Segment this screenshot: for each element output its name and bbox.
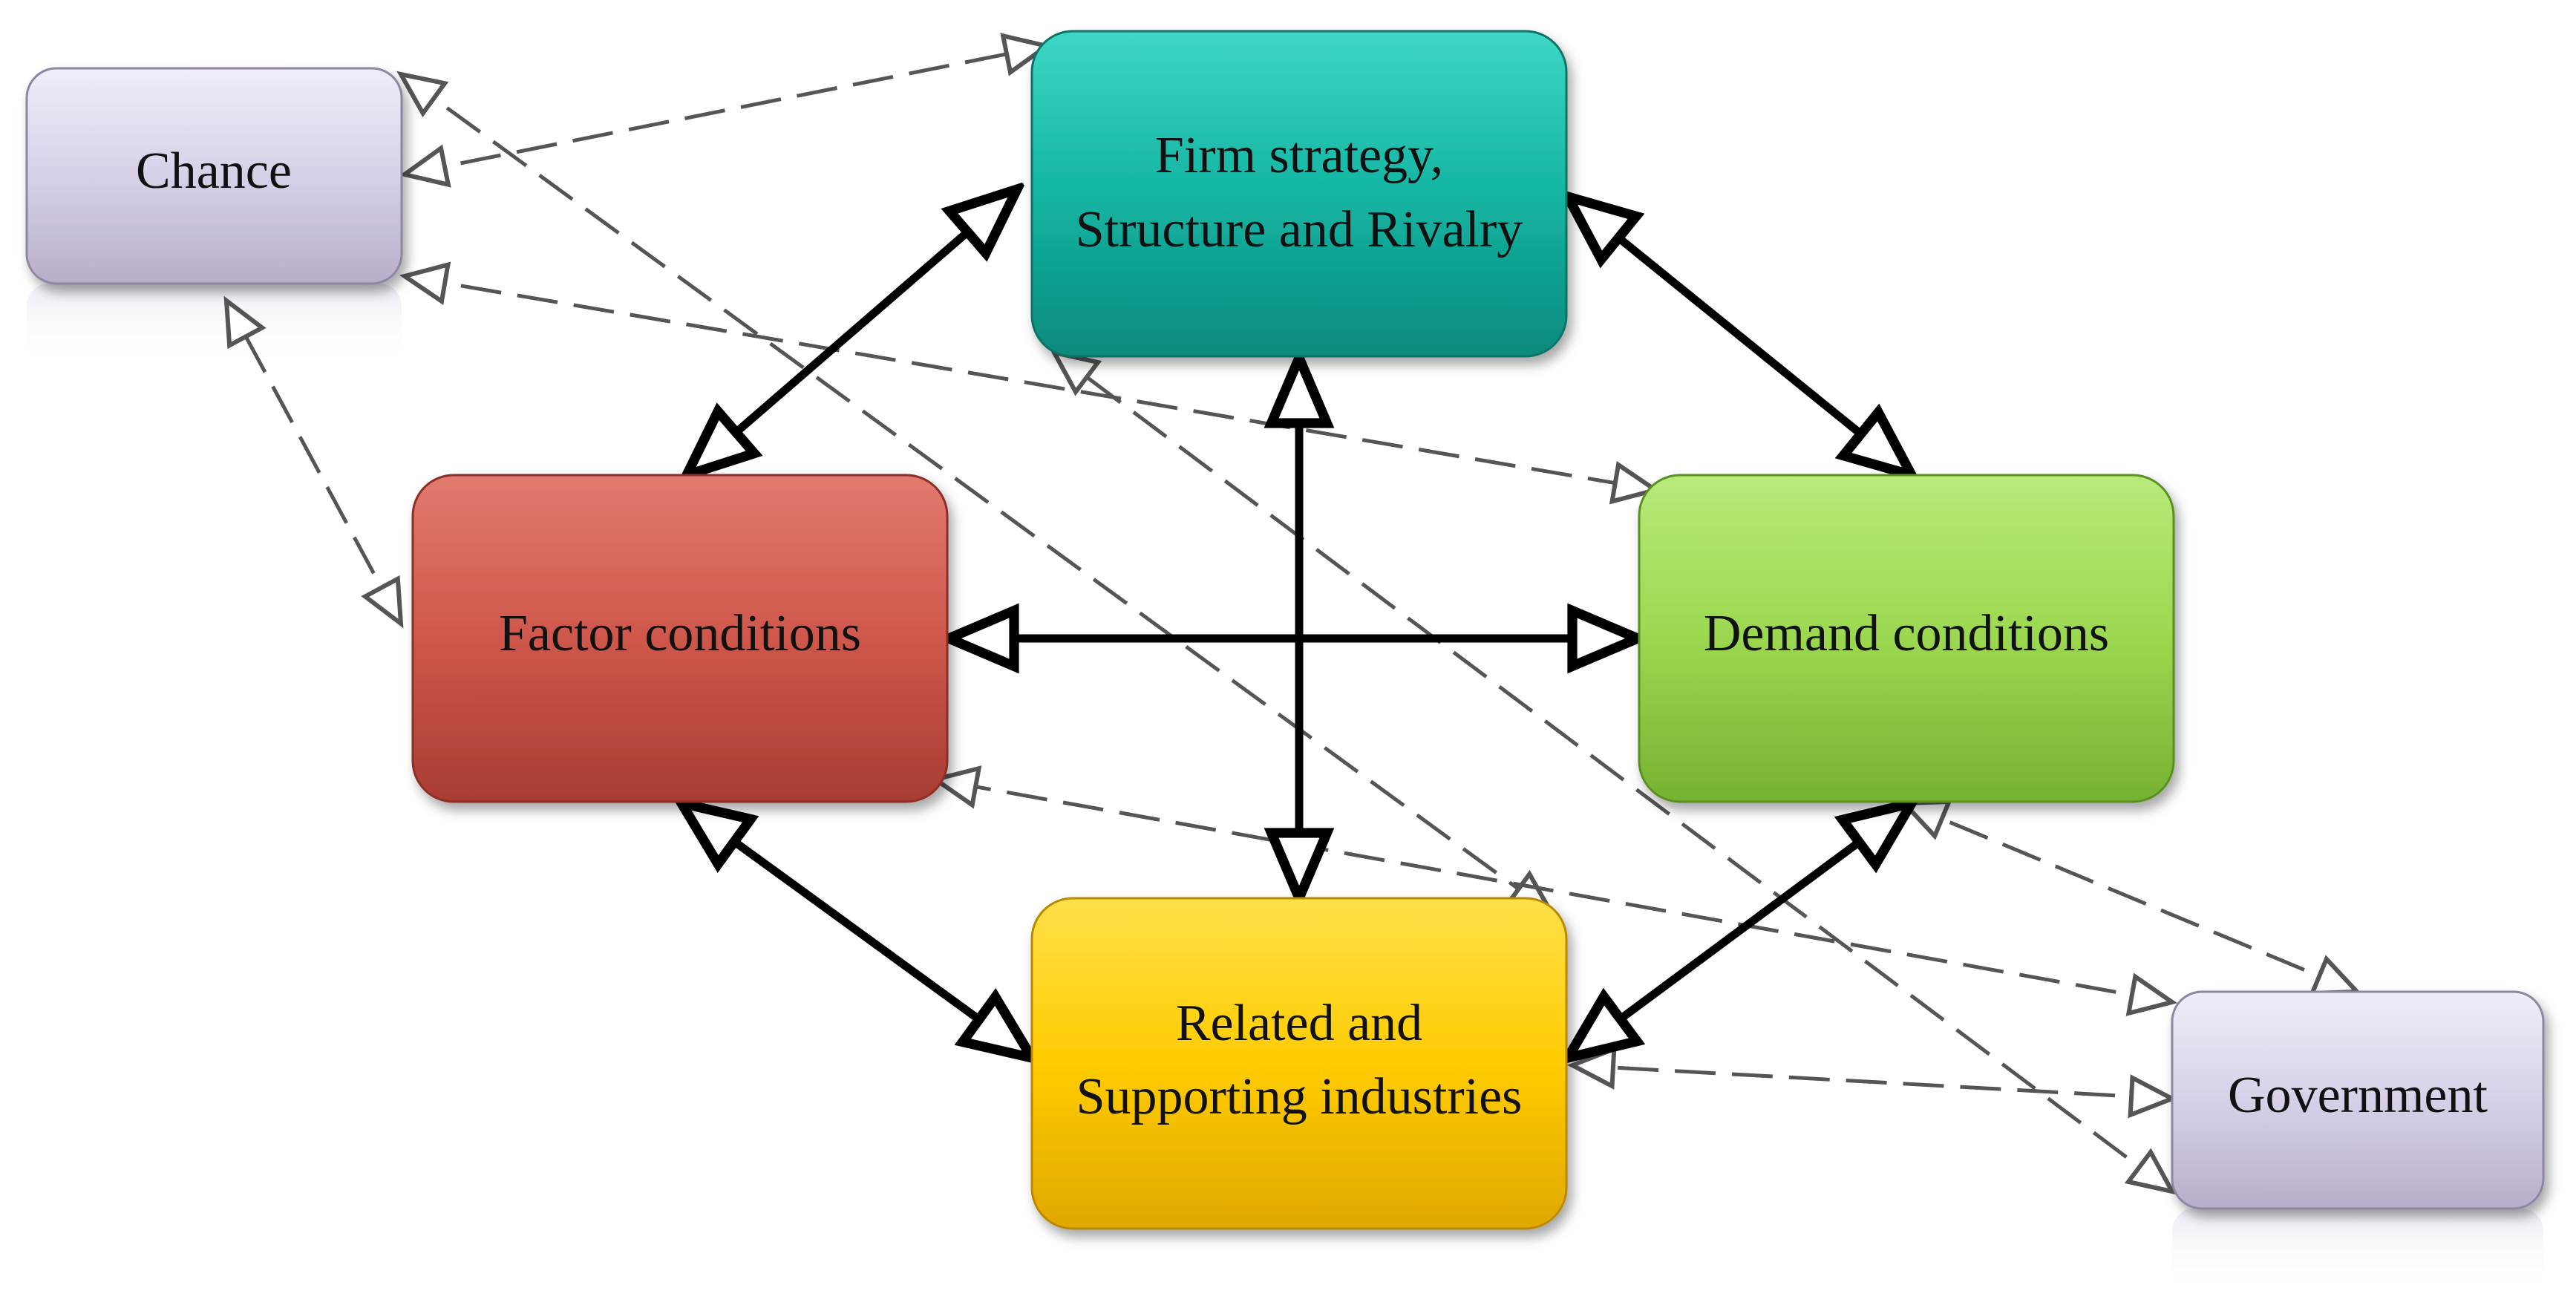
dashed-edge-chance-firm [399,33,1053,188]
node-factor: Factor conditions [411,474,949,803]
solid-edge-firm-factor [687,189,1017,475]
dashed-edge-government-demand [1899,799,2362,996]
solid-edge-demand-related [1568,803,1912,1058]
solid-edge-factor-related [681,803,1032,1058]
node-factor-label: Factor conditions [499,605,861,662]
node-firm-label-line2: Structure and Rivalry [1076,201,1523,258]
node-demand-box [1638,474,2175,803]
solid-edge-firm-demand [1568,197,1912,475]
node-demand-label: Demand conditions [1704,605,2109,662]
government-reflection [2172,1209,2543,1290]
node-related-box [1030,897,1568,1230]
dashed-edge-government-related [1566,1045,2178,1119]
node-government-label: Government [2228,1067,2488,1124]
node-government-box [2171,990,2545,1210]
node-related: Related and Supporting industries [1030,897,1568,1230]
node-related-label-line1: Related and [1176,995,1422,1052]
chance-reflection [27,284,402,365]
node-firm-label-line1: Firm strategy, [1155,127,1443,184]
node-chance-box [25,67,403,285]
node-related-label-line2: Supporting industries [1076,1068,1523,1125]
node-government: Government [2171,990,2545,1210]
node-chance-label: Chance [136,143,292,200]
dashed-edge-chance-factor [223,295,404,629]
solid-edges [681,189,1912,1058]
node-chance: Chance [25,67,403,285]
dashed-edges [223,33,2362,1195]
node-firm: Firm strategy, Structure and Rivalry [1030,30,1568,358]
node-demand: Demand conditions [1638,474,2175,803]
dashed-edge-chance-related [396,71,1556,917]
node-factor-box [411,474,949,803]
node-firm-box [1030,30,1568,358]
